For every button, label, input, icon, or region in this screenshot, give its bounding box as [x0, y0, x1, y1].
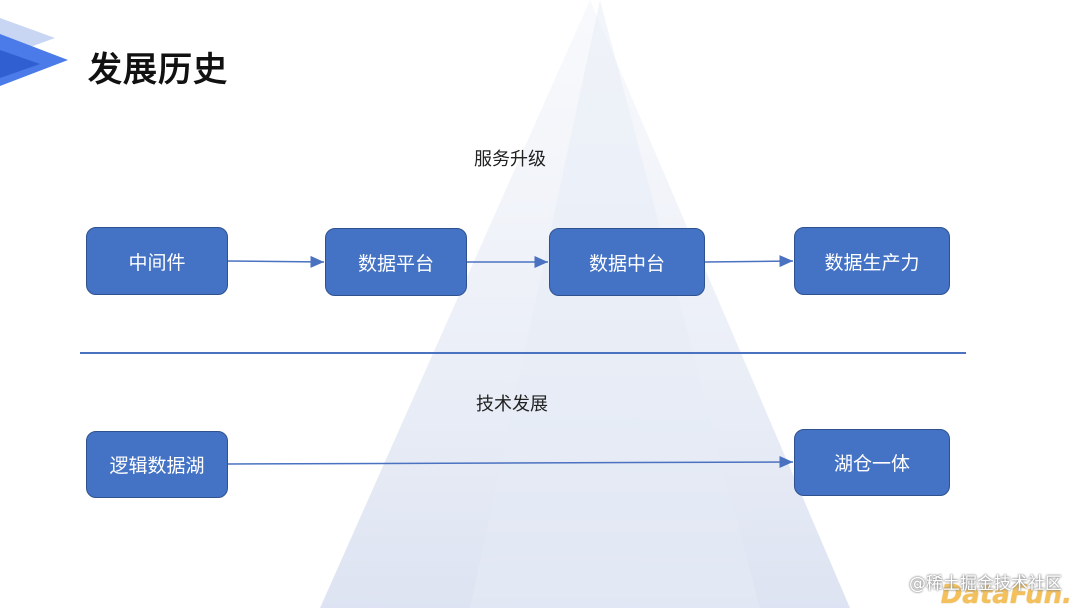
node-data-platform: 数据平台	[325, 228, 467, 296]
section-divider	[80, 352, 966, 354]
node-lakehouse: 湖仓一体	[794, 429, 950, 496]
node-data-middle-office: 数据中台	[549, 228, 705, 296]
datafun-logo: DataFun.	[940, 580, 1072, 610]
background-triangle-faint	[470, 0, 760, 608]
tech-development-label: 技术发展	[476, 394, 548, 415]
corner-chevron-icon	[0, 18, 68, 86]
node-logical-data-lake: 逻辑数据湖	[86, 431, 228, 498]
service-upgrade-label: 服务升级	[474, 149, 546, 170]
slide-title: 发展历史	[88, 50, 228, 90]
watermark-text: @稀土掘金技术社区	[909, 574, 1062, 594]
node-middleware: 中间件	[86, 227, 228, 295]
node-data-productivity: 数据生产力	[794, 227, 950, 295]
